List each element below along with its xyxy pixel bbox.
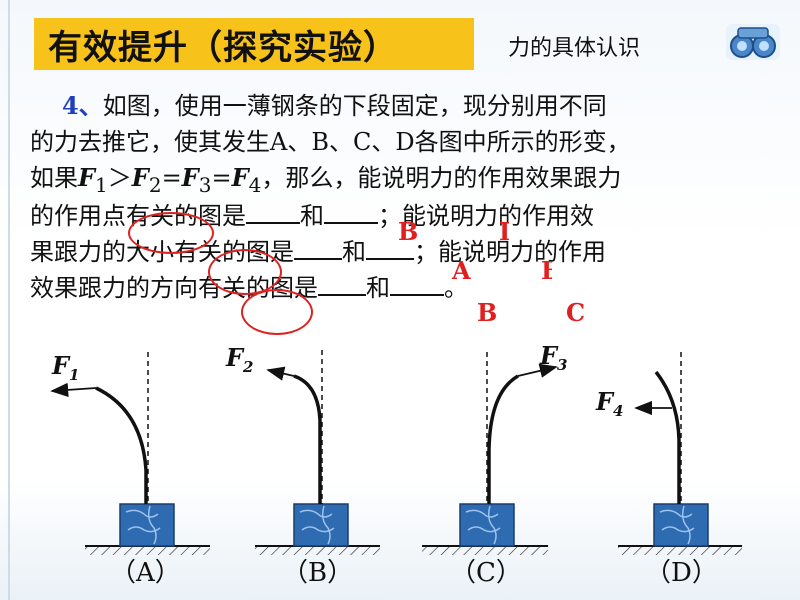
annotation-circle-point [128, 212, 214, 254]
blank-direction-2[interactable] [390, 268, 444, 296]
question-line-1-text: 如图，使用一薄钢条的下段固定，现分别用不同 [102, 92, 607, 120]
figure-a: F1 [50, 351, 210, 555]
force-f4-sub: 4 [248, 172, 262, 197]
question-number: 4 [62, 91, 79, 120]
answer-point-first: D [499, 217, 509, 246]
answer-size-second: A [452, 256, 471, 285]
line3-pre: 如果 [30, 164, 78, 192]
force-f4: F [231, 163, 249, 192]
question-line-1: 4、如图，使用一薄钢条的下段固定，现分别用不同 [30, 88, 780, 124]
page-subtitle: 力的具体认识 [508, 36, 641, 61]
force-f2-sub: 2 [148, 172, 162, 197]
line5-mid: 和 [342, 238, 366, 266]
line4-post: ；能说明力的作用效 [378, 202, 594, 230]
force-f1: F [78, 163, 96, 192]
blank-direction-1[interactable] [318, 268, 366, 296]
base-block-c [459, 503, 515, 547]
force-label-a: F1 [51, 351, 79, 384]
blank-point-2[interactable] [324, 196, 378, 224]
binoculars-icon [726, 24, 780, 60]
figure-label-d: （D） [645, 558, 718, 588]
greater-than: ＞ [107, 164, 132, 192]
annotation-circle-direction [241, 289, 313, 335]
figure-label-a: （A） [110, 558, 181, 588]
blank-size-1[interactable] [294, 232, 342, 260]
force-label-b: F2 [225, 343, 253, 376]
line5-post: ；能说明力的作用 [414, 238, 606, 266]
figure-d: F4 [595, 352, 742, 555]
force-label-d: F4 [595, 387, 623, 420]
force-figures: F1 F2 F3 F4 [50, 341, 742, 555]
force-f2: F [131, 163, 149, 192]
answer-direction-second: B [477, 298, 498, 327]
blank-size-2[interactable] [366, 232, 414, 260]
answer-point-second: B [398, 217, 419, 246]
equals-2: = [211, 164, 232, 192]
figure-label-b: （B） [282, 558, 354, 588]
figure-c: F3 [422, 341, 567, 555]
answer-size-first: B [541, 256, 552, 285]
force-f3: F [181, 163, 199, 192]
force-label-c: F3 [539, 341, 567, 374]
question-text: 4、如图，使用一薄钢条的下段固定，现分别用不同 的力去推它，使其发生A、B、C、… [30, 88, 780, 304]
blank-point-1[interactable] [246, 196, 300, 224]
line6-mid: 和 [366, 274, 390, 302]
left-rule [8, 0, 10, 600]
line4-mid: 和 [300, 202, 324, 230]
base-block-b [293, 503, 349, 547]
question-line-6: 效果跟力的方向有关的图是和。 [30, 268, 780, 304]
base-block-a [119, 503, 175, 547]
question-line-2: 的力去推它，使其发生A、B、C、D各图中所示的形变， [30, 128, 631, 156]
answer-direction-first: C [566, 298, 586, 327]
line3-post: ，那么，能说明力的作用效果跟力 [261, 164, 622, 192]
annotation-circle-size [208, 249, 282, 295]
force-f3-sub: 3 [198, 172, 212, 197]
question-line-3: 如果F1＞F2=F3=F4，那么，能说明力的作用效果跟力 [30, 160, 780, 197]
equals-1: = [161, 164, 182, 192]
figure-b: F2 [225, 343, 380, 555]
title-banner: 有效提升（探究实验） [34, 18, 474, 70]
line6-post: 。 [444, 274, 468, 302]
figure-label-c: （C） [450, 558, 522, 588]
base-block-d [653, 503, 709, 547]
question-number-sep: 、 [78, 91, 103, 120]
page-title: 有效提升（探究实验） [48, 27, 398, 68]
force-f1-sub: 1 [95, 172, 108, 197]
